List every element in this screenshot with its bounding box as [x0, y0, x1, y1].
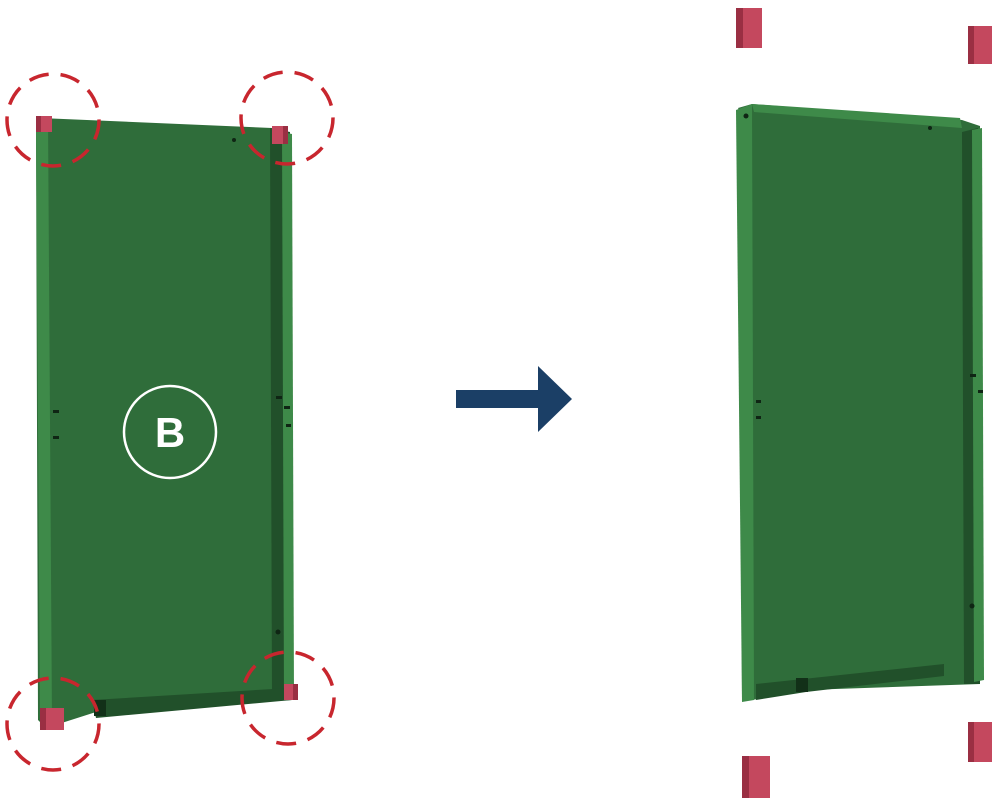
panel-after [736, 104, 984, 702]
arrow-right-icon [456, 366, 572, 432]
corner-cap-icon [36, 116, 52, 132]
panel-after-plate [738, 104, 980, 700]
corner-cap-icon [742, 756, 770, 798]
panel-label: B [155, 409, 185, 456]
corner-cap-icon [736, 8, 762, 48]
corner-cap-icon [284, 684, 298, 700]
corner-cap-icon [272, 126, 288, 144]
corner-cap-icon [968, 722, 992, 762]
panel-after-left-flange [736, 104, 754, 702]
corner-cap-icon [40, 708, 64, 730]
panel-after-right-rail-edge [972, 128, 984, 682]
corner-cap-icon [968, 26, 992, 64]
panel-before: B [36, 116, 298, 730]
panel-before-right-rail-edge [282, 132, 294, 700]
panel-after-bottom-slot [796, 678, 808, 692]
